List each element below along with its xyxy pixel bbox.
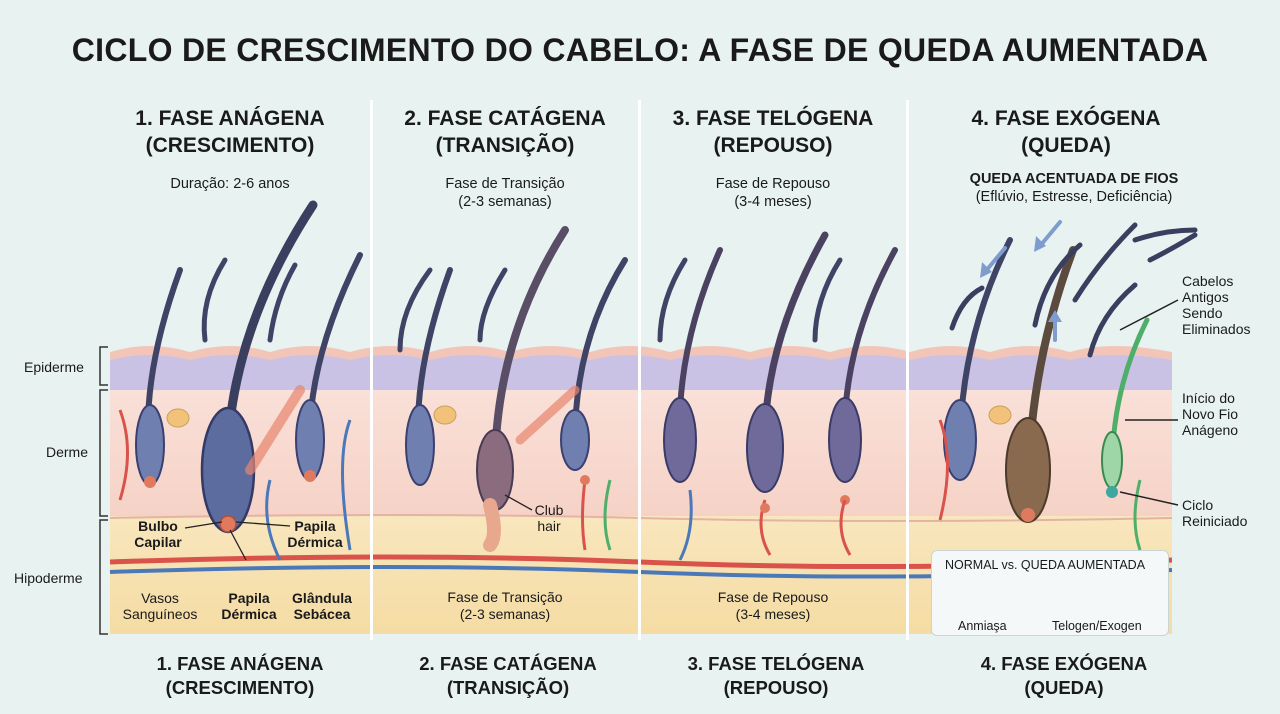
inset-left-label: Anmiaşa [958,619,1007,633]
layer-label-epiderme: Epiderme [24,359,84,375]
panel1-footer: 1. FASE ANÁGENA(CRESCIMENTO) [156,653,324,698]
panel2-bottom-caption: Fase de Transição(2-3 semanas) [447,589,563,622]
inset-right-label: Telogen/Exogen [1052,619,1142,633]
inset-title: NORMAL vs. QUEDA AUMENTADA [945,558,1146,572]
layer-label-hipoderme: Hipoderme [14,570,83,586]
panel3-footer: 3. FASE TELÓGENA(REPOUSO) [687,653,865,698]
panel2-header: 2. FASE CATÁGENA(TRANSIÇÃO) [404,107,606,157]
layer-label-derme: Derme [46,444,89,460]
panel3-duration: Fase de Repouso(3-4 meses) [715,176,831,210]
panel1-duration: Duração: 2-6 anos [170,176,290,192]
panel-divider [906,100,909,640]
panel3-header: 3. FASE TELÓGENA(REPOUSO) [672,107,874,157]
panel-divider [370,100,373,640]
page-title: CICLO DE CRESCIMENTO DO CABELO: A FASE D… [71,32,1209,68]
leader-lines [184,494,533,561]
panel2-follicles [397,226,628,552]
panel-divider [638,100,641,640]
panel4-header: 4. FASE EXÓGENA(QUEDA) [971,107,1161,157]
panel1-follicles [118,200,363,561]
layer-bracket [99,346,108,635]
panel4-footer: 4. FASE EXÓGENA(QUEDA) [980,653,1148,698]
panel1-header: 1. FASE ANÁGENA(CRESCIMENTO) [135,107,325,157]
panel3-follicles [657,231,898,561]
panel4-follicles [938,220,1198,551]
panel4-subtitle: QUEDA ACENTUADA DE FIOS(Eflúvio, Estress… [969,171,1179,205]
panel2-footer: 2. FASE CATÁGENA(TRANSIÇÃO) [419,653,597,698]
panel2-duration: Fase de Transição(2-3 semanas) [445,176,565,210]
panel3-bottom-caption: Fase de Repouso(3-4 meses) [717,589,829,622]
comparison-inset [931,550,1169,636]
